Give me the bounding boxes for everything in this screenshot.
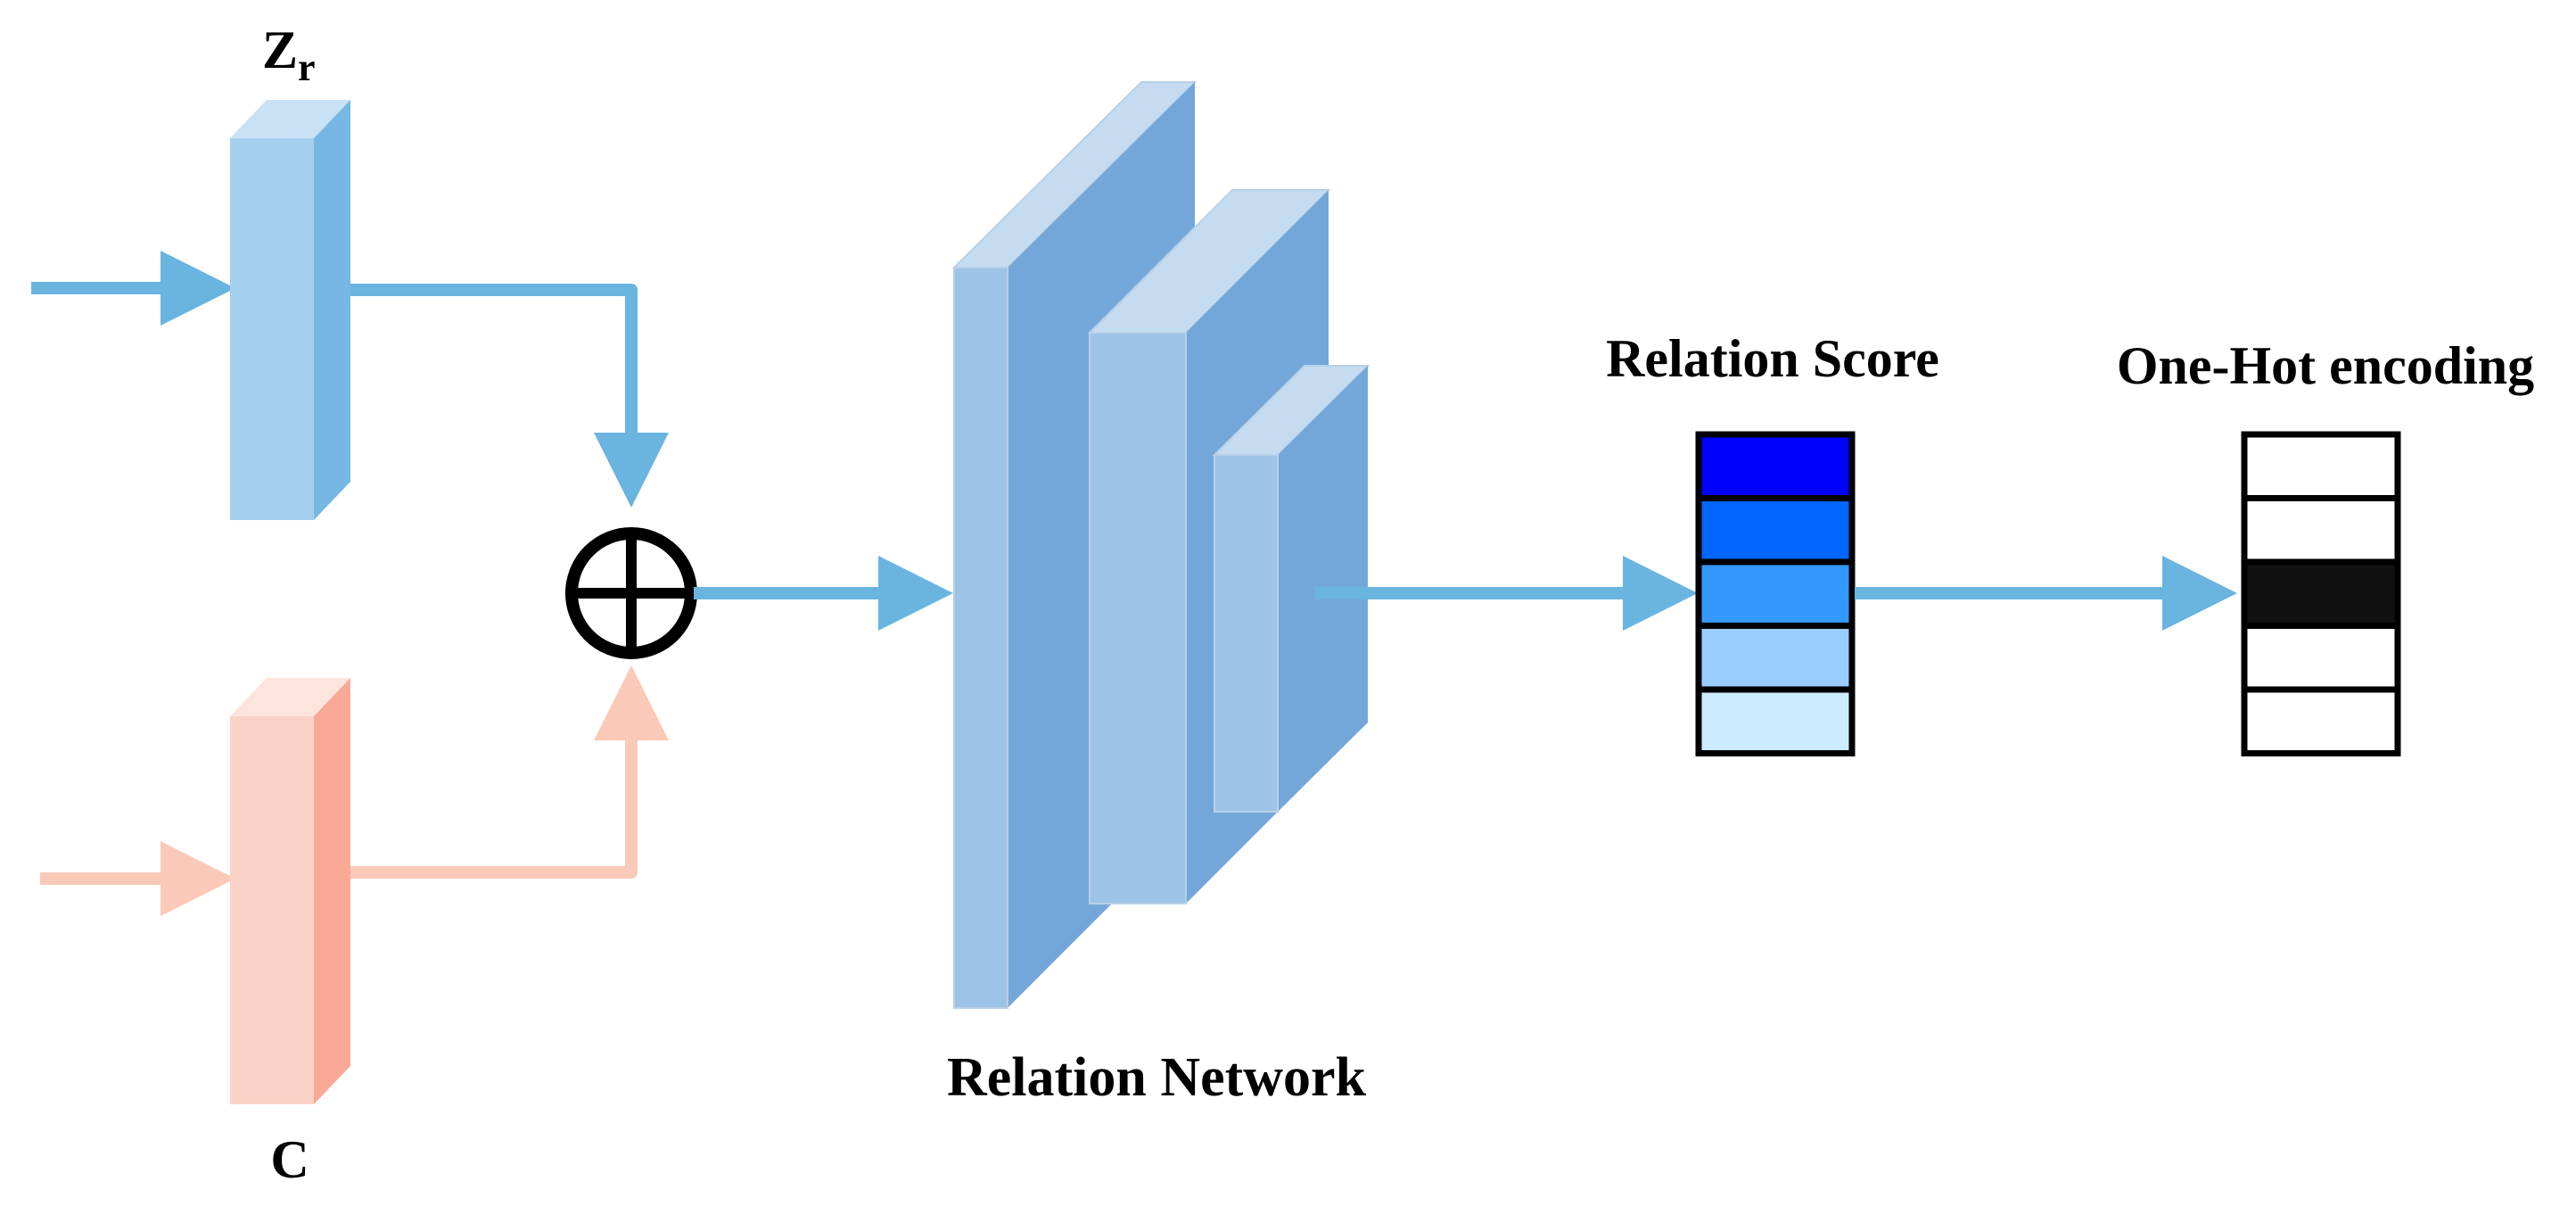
c-label: C (270, 1130, 309, 1189)
one-hot-cell-4 (2241, 623, 2401, 693)
zr-block (230, 100, 350, 520)
one-hot-label: One-Hot encoding (2117, 336, 2534, 395)
relation-score-cell-2 (1695, 495, 1856, 566)
concat-operator-icon (565, 527, 697, 659)
one-hot-cell-3 (2241, 558, 2401, 629)
c-block (230, 678, 350, 1104)
one-hot-vector (2241, 431, 2401, 756)
relation-score-vector (1695, 431, 1856, 756)
relation-score-cell-5 (1695, 686, 1856, 756)
one-hot-cell-5 (2241, 686, 2401, 756)
one-hot-cell-1 (2241, 431, 2401, 501)
relation-score-cell-4 (1695, 623, 1856, 693)
zr-to-concat-arrow (350, 284, 669, 508)
zr-label: Zr (262, 21, 316, 89)
c-to-concat-arrow (350, 665, 669, 879)
relation-score-cell-1 (1695, 431, 1856, 501)
relation-score-label: Relation Score (1606, 329, 1939, 388)
relation-network-label: Relation Network (947, 1047, 1367, 1108)
relation-score-cell-3 (1695, 558, 1856, 629)
one-hot-cell-2 (2241, 495, 2401, 566)
